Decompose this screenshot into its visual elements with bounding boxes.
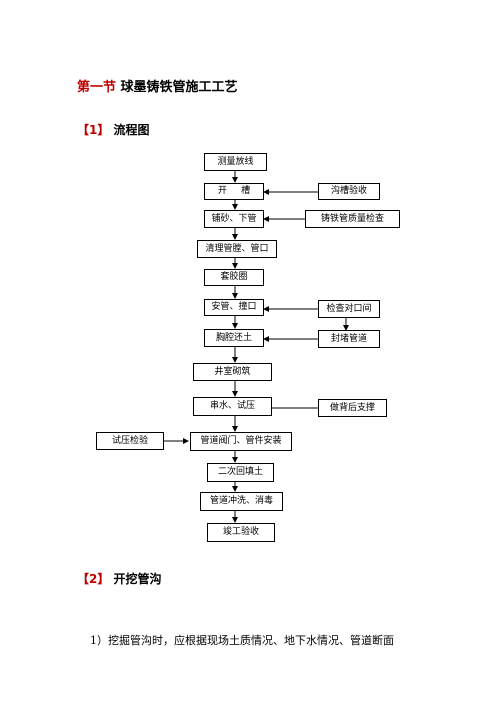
subheading-number: 【1】 <box>77 123 110 137</box>
side-box-2: 铸铁管质量检查 <box>305 210 400 228</box>
section-title: 球墨铸铁管施工工艺 <box>120 80 238 95</box>
flow-step-10: 管道阀门、管件安装 <box>190 432 292 451</box>
section-heading: 第一节 球墨铸铁管施工工艺 <box>77 76 238 95</box>
flow-step-3: 铺砂、下管 <box>204 210 264 228</box>
flow-step-8: 井室砌筑 <box>193 363 272 381</box>
flow-step-6: 安管、撞口 <box>204 299 264 316</box>
side-box-6: 试压检验 <box>96 432 164 450</box>
side-box-4: 封堵管道 <box>318 330 380 348</box>
flow-step-9: 串水、试压 <box>193 397 272 416</box>
subheading-flowchart: 【1】 流程图 <box>77 121 150 138</box>
side-box-1: 沟槽验收 <box>318 183 380 200</box>
side-box-3: 检查对口间 <box>318 300 380 318</box>
subheading-title: 开挖管沟 <box>113 572 162 586</box>
section-number: 第一节 <box>77 80 117 95</box>
subheading-number: 【2】 <box>77 572 110 586</box>
body-paragraph: 1）挖掘管沟时，应根据现场土质情况、地下水情况、管道断面 <box>90 634 394 647</box>
subheading-trench: 【2】 开挖管沟 <box>77 570 162 587</box>
subheading-title: 流程图 <box>113 123 150 137</box>
side-box-5: 做背后支撑 <box>318 399 387 417</box>
flow-step-11: 二次回填土 <box>207 463 274 482</box>
flow-step-2: 开 槽 <box>204 183 264 200</box>
flow-step-4: 清理管膛、管口 <box>197 240 277 258</box>
flow-step-7: 胸腔还土 <box>204 329 264 347</box>
flow-step-12: 管道冲洗、消毒 <box>200 492 283 511</box>
flow-step-13: 竣工验收 <box>207 523 275 542</box>
flow-step-1: 测量放线 <box>204 153 267 171</box>
flow-step-5: 套胶圈 <box>204 269 264 286</box>
flow-step-2-label: 开 槽 <box>217 186 251 196</box>
